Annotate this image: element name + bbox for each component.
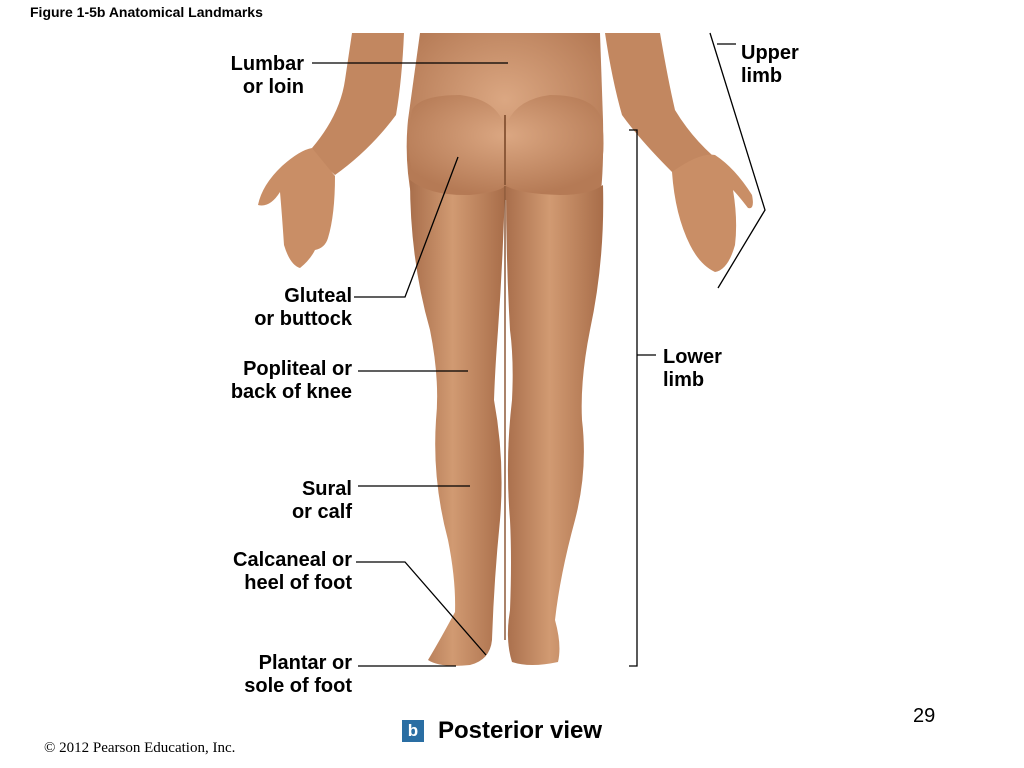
- label-plantar: Plantar or sole of foot: [200, 652, 352, 698]
- label-upper-limb: Upper limb: [741, 42, 799, 88]
- calcaneal-leader: [356, 561, 487, 656]
- label-lumbar-line1: Lumbar: [230, 53, 304, 75]
- label-gluteal-line1: Gluteal: [284, 285, 352, 307]
- caption-text: Posterior view: [438, 717, 603, 744]
- right-hand: [672, 154, 753, 272]
- label-sural: Sural or calf: [200, 478, 352, 524]
- label-plantar-line1: Plantar or: [258, 652, 352, 674]
- label-sural-line2: or calf: [291, 501, 352, 523]
- label-lower-limb: Lower limb: [663, 346, 722, 392]
- label-lower-limb-line2: limb: [663, 369, 705, 391]
- label-calcaneal-line2: heel of foot: [244, 572, 352, 594]
- label-gluteal-line2: or buttock: [254, 308, 352, 330]
- label-popliteal-line1: Popliteal or: [243, 358, 352, 380]
- page-number: 29: [913, 705, 936, 727]
- label-lower-limb-line1: Lower: [663, 346, 722, 368]
- figure-title: Figure 1-5b Anatomical Landmarks: [30, 4, 263, 20]
- label-upper-limb-line1: Upper: [741, 42, 799, 64]
- label-popliteal-line2: back of knee: [230, 381, 352, 403]
- right-arm: [605, 33, 712, 172]
- copyright-notice: © 2012 Pearson Education, Inc.: [44, 740, 236, 756]
- gluteal-leader: [354, 156, 459, 298]
- label-upper-limb-line2: limb: [741, 65, 783, 87]
- label-calcaneal: Calcaneal or heel of foot: [200, 549, 352, 595]
- label-gluteal: Gluteal or buttock: [200, 285, 352, 331]
- label-sural-line1: Sural: [301, 478, 352, 500]
- label-plantar-line2: sole of foot: [244, 675, 352, 697]
- caption-badge: b: [402, 720, 424, 742]
- figure-caption: b Posterior view: [402, 717, 602, 745]
- left-leg: [410, 180, 505, 666]
- label-lumbar: Lumbar or loin: [200, 53, 304, 99]
- buttocks: [408, 95, 604, 196]
- left-arm: [312, 33, 404, 175]
- label-lumbar-line2: or loin: [242, 76, 304, 98]
- left-hand: [258, 148, 335, 268]
- upper-limb-bracket: [709, 32, 766, 289]
- right-leg: [506, 185, 604, 665]
- label-popliteal: Popliteal or back of knee: [200, 358, 352, 404]
- label-calcaneal-line1: Calcaneal or: [233, 549, 352, 571]
- lower-limb-bracket: [629, 129, 638, 667]
- body-figure: [258, 33, 753, 666]
